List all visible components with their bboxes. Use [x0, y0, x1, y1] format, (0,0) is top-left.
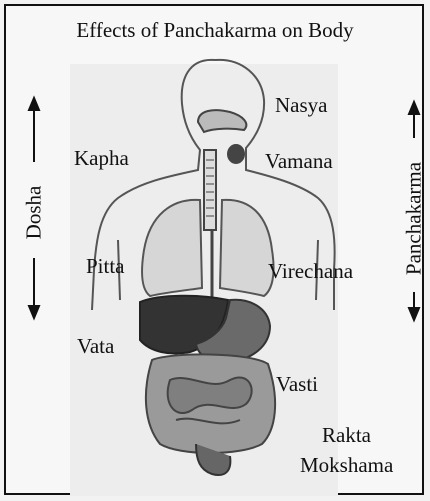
dosha-vata: Vata	[77, 336, 114, 357]
panchakarma-mokshama: Mokshama	[300, 455, 393, 476]
dosha-kapha: Kapha	[74, 148, 129, 169]
intestines	[146, 354, 275, 453]
panchakarma-virechana: Virechana	[268, 261, 353, 282]
panchakarma-rakta: Rakta	[322, 425, 371, 446]
trachea	[204, 150, 216, 230]
dosha-pitta: Pitta	[86, 256, 125, 277]
panchakarma-vamana: Vamana	[265, 151, 333, 172]
panchakarma-vasti: Vasti	[276, 374, 318, 395]
dosha-axis-label: Dosha	[22, 177, 47, 249]
panchakarma-nasya: Nasya	[275, 95, 327, 116]
page-title: Effects of Panchakarma on Body	[0, 18, 430, 43]
panchakarma-axis-label: Panchakarma	[402, 157, 427, 281]
